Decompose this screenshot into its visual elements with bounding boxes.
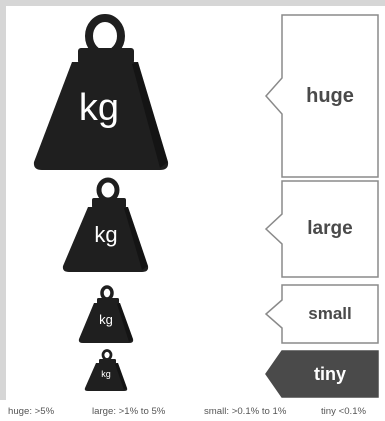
weight-tiny: kg [84,349,128,392]
arrow-large: large [264,180,380,278]
weight-huge-text: kg [78,87,120,129]
left-arrow-shape [264,14,379,178]
legend-large: large: >1% to 5% [92,406,166,417]
arrow-tiny-label: tiny [313,363,346,384]
legend-tiny: tiny <0.1% [321,406,367,417]
arrow-huge-label: huge [306,84,354,107]
arrow-large-label: large [307,218,353,239]
left-arrow-shape [264,284,379,344]
weight-huge: kg [32,12,172,172]
left-arrow-shape [265,350,379,398]
weight-small: kg [78,285,134,344]
left-border [0,0,6,400]
arrow-small: small [264,284,380,344]
kg-weight-icon [62,177,149,272]
arrow-small-label: small [308,304,352,323]
weight-large-text: kg [94,222,118,247]
legend-huge: huge: >5% [8,406,55,417]
legend: huge: >5% large: >1% to 5% small: >0.1% … [0,403,385,421]
top-border [0,0,385,6]
legend-small: small: >0.1% to 1% [204,406,287,417]
weight-large: kg [62,177,150,274]
weight-small-text: kg [99,312,113,327]
kg-weight-icon [84,349,128,391]
arrow-huge: huge [264,14,380,178]
kg-weight-icon [78,285,134,343]
weight-tiny-text: kg [101,369,111,379]
arrow-tiny: tiny [264,350,380,398]
kg-weight-icon [33,14,169,170]
left-arrow-shape [264,180,379,278]
